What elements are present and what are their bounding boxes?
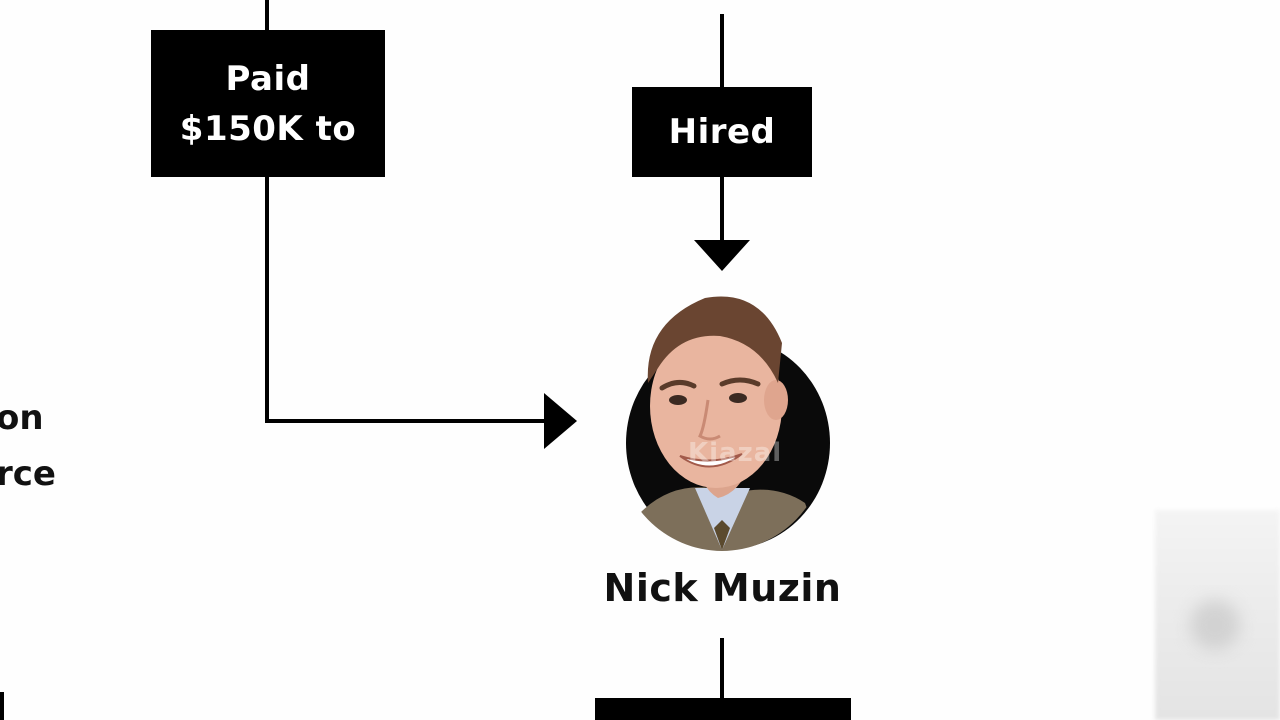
connector-paid-horizontal <box>265 419 550 423</box>
connector-top-left <box>265 0 269 30</box>
person-photo: Kiazal <box>610 288 835 558</box>
person-name: Nick Muzin <box>603 566 842 610</box>
box-paid-line-2: $150K to <box>179 108 357 149</box>
right-eye <box>729 393 747 403</box>
box-paid-line-1: Paid <box>225 58 311 99</box>
hair <box>647 296 782 383</box>
connector-left-bottom-stub <box>0 692 4 720</box>
side-text-line-2: rce <box>0 454 56 494</box>
box-bottom <box>595 698 851 720</box>
shirt-collar <box>695 488 750 550</box>
portrait-illustration <box>626 296 830 551</box>
ear <box>764 380 788 420</box>
connector-hired-vertical <box>720 177 724 243</box>
face <box>650 324 782 488</box>
connector-name-vertical <box>720 638 724 700</box>
box-hired: Hired <box>632 87 812 177</box>
box-hired-label: Hired <box>668 112 776 152</box>
mouth <box>679 453 743 468</box>
connector-paid-vertical <box>265 177 269 422</box>
side-text-line-1: on <box>0 398 44 438</box>
photo-watermark: Kiazal <box>688 438 783 468</box>
box-paid: Paid $150K to <box>151 30 385 177</box>
right-eyebrow <box>719 377 761 387</box>
left-eye <box>669 395 687 405</box>
tie <box>714 520 730 550</box>
connector-top-right <box>720 14 724 88</box>
blurred-background-shape <box>1190 600 1240 650</box>
nose <box>698 399 721 441</box>
arrowhead-down <box>694 240 750 271</box>
left-eyebrow <box>659 380 697 391</box>
arrowhead-right <box>544 393 577 449</box>
